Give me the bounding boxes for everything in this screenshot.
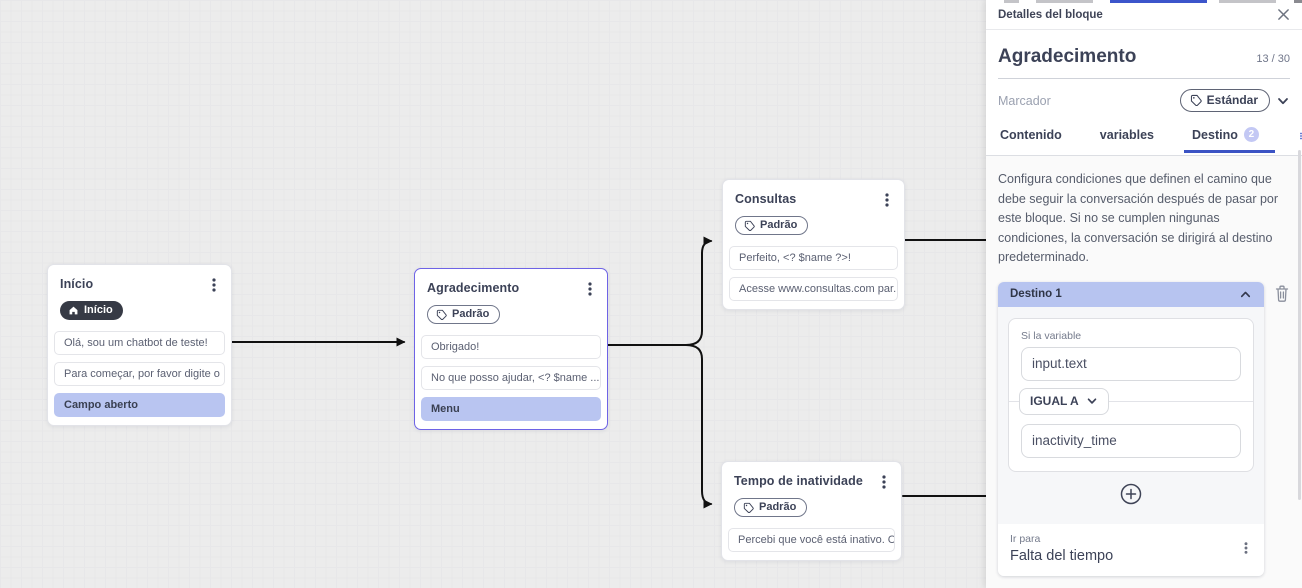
variable-input[interactable] [1021,346,1241,381]
divider [1009,401,1253,402]
kebab-menu-icon[interactable] [880,192,894,208]
trash-icon[interactable] [1274,284,1290,303]
tag-badge: Padrão [427,305,501,324]
top-tab-strip-segment [1036,0,1093,3]
close-icon[interactable] [1277,8,1290,21]
node-inicio[interactable]: Início Início Olá, sou um chatbot de tes… [47,264,232,426]
condition-box: Si la variable IGUAL A [1008,317,1254,472]
menu-row[interactable]: Menu [421,396,601,421]
tag-badge: Padrão [734,498,808,517]
marker-label: Marcador [998,93,1051,108]
chevron-down-icon [1087,398,1096,404]
kebab-menu-icon[interactable] [877,474,891,490]
kebab-menu-icon[interactable] [207,277,221,293]
message-bubble[interactable]: Acesse www.consultas.com par... [729,276,898,301]
message-bubble[interactable]: No que posso ajudar, <? $name ... [421,365,601,390]
node-consultas[interactable]: Consultas Padrão Perfeito, <? $name ?>! … [722,179,905,310]
tag-icon [743,502,754,513]
tag-icon [1190,94,1202,106]
panel-scrollbar[interactable] [1298,150,1301,500]
block-name: Agradecimento [998,46,1137,67]
message-bubble[interactable]: Obrigado! [421,334,601,359]
message-bubble[interactable]: Para começar, por favor digite o ... [54,361,225,386]
operator-dropdown[interactable]: IGUAL A [1019,387,1109,415]
char-counter: 13 / 30 [1256,53,1290,65]
chevron-up-icon[interactable] [1239,288,1252,301]
node-tempo-inatividade[interactable]: Tempo de inatividade Padrão Percebi que … [721,461,902,561]
tab-variables[interactable]: variables [1099,127,1155,142]
tab-destino[interactable]: Destino 2 [1184,127,1275,153]
open-field-row[interactable]: Campo aberto [54,392,225,417]
node-title: Início [60,277,94,291]
destino-count-badge: 2 [1243,127,1259,142]
destination-card: Destino 1 Si la variable IGUAL A [998,281,1264,576]
tag-badge: Padrão [735,216,809,235]
message-bubble[interactable]: Percebi que você está inativo. C... [728,527,895,552]
node-title: Agradecimento [427,281,520,295]
kebab-menu-icon[interactable] [583,281,597,297]
edge-branch-tempo [685,344,713,509]
top-tab-strip-segment [1219,0,1276,3]
condition-label: Si la variable [1021,329,1082,342]
message-bubble[interactable]: Perfeito, <? $name ?>! [729,245,898,270]
node-title: Consultas [735,192,797,206]
node-agradecimento[interactable]: Agradecimento Padrão Obrigado! No que po… [414,268,608,430]
top-tab-strip-segment [1294,0,1302,3]
tab-contenido[interactable]: Contenido [1000,127,1062,142]
edge-branch-consultas [685,236,713,346]
start-badge: Início [60,301,123,320]
destination-card-header[interactable]: Destino 1 [998,281,1264,307]
tag-icon [744,220,755,231]
destination-description: Configura condiciones que definen el cam… [998,172,1279,264]
goto-section[interactable]: Ir para Falta del tiempo [998,523,1264,576]
goto-label: Ir para [1010,532,1041,545]
marker-standard-pill[interactable]: Estándar [1179,89,1270,112]
add-condition-icon[interactable] [1119,482,1143,506]
kebab-menu-icon[interactable] [1295,132,1302,148]
panel-tabs: Contenido variables Destino 2 [986,124,1302,156]
panel-title: Detalles del bloque [998,8,1103,21]
block-details-panel: Detalles del bloque Agradecimento 13 / 3… [986,0,1302,588]
message-bubble[interactable]: Olá, sou um chatbot de teste! [54,330,225,355]
home-icon [69,306,78,314]
top-tab-strip-segment [1004,0,1019,3]
tag-icon [436,309,447,320]
chevron-down-icon[interactable] [1276,94,1290,108]
kebab-menu-icon[interactable] [1240,539,1252,557]
node-title: Tempo de inatividade [734,474,863,488]
goto-value: Falta del tiempo [1010,547,1114,564]
value-input[interactable] [1021,423,1241,458]
top-tab-strip-segment-active [1110,0,1207,3]
